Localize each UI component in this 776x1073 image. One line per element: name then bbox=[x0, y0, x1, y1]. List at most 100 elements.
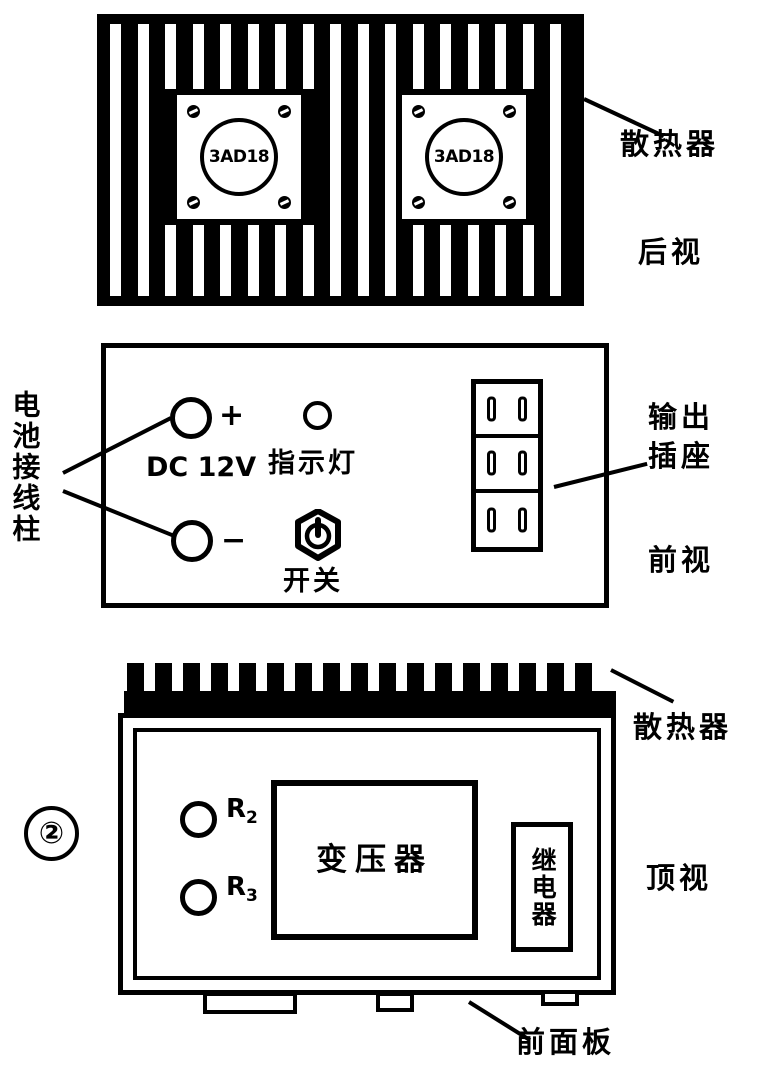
top-heatsink-tooth bbox=[575, 663, 592, 693]
negative-terminal-post[interactable] bbox=[171, 520, 213, 562]
heatsink-fin bbox=[495, 225, 506, 296]
top-heatsink-tooth bbox=[127, 663, 144, 693]
heatsink-fin bbox=[467, 225, 479, 296]
output-socket-label-line1: 输出 bbox=[648, 400, 715, 434]
power-switch-icon[interactable] bbox=[295, 508, 341, 561]
relay-component: 继电器 bbox=[511, 822, 573, 952]
resistor-r3-body bbox=[180, 879, 217, 916]
top-heatsink-tooth bbox=[435, 663, 452, 693]
heatsink-fin bbox=[165, 225, 176, 296]
heatsink-fin bbox=[357, 24, 369, 296]
dc-voltage-label: DC 12V bbox=[146, 452, 257, 483]
heatsink-fin-group bbox=[97, 14, 584, 306]
top-heatsink-tooth bbox=[323, 663, 340, 693]
heatsink-fin bbox=[467, 24, 479, 89]
heatsink-fin bbox=[192, 24, 204, 89]
top-heatsink-tooth bbox=[519, 663, 536, 693]
top-view-label: 顶视 bbox=[646, 861, 713, 895]
heatsink-fin bbox=[412, 24, 424, 89]
heatsink-fin bbox=[550, 24, 561, 296]
heatsink-fin bbox=[137, 24, 149, 296]
socket-pin-slot bbox=[518, 507, 527, 533]
top-heatsink-tooth bbox=[295, 663, 312, 693]
top-heatsink-tooth bbox=[267, 663, 284, 693]
top-heatsink-tooth bbox=[183, 663, 200, 693]
switch-label: 开关 bbox=[283, 566, 343, 597]
socket-pin-slot bbox=[487, 396, 496, 422]
heatsink-fin bbox=[302, 225, 314, 296]
top-heatsink-tooth bbox=[407, 663, 424, 693]
screw-icon bbox=[503, 196, 516, 209]
heatsink-fin bbox=[330, 24, 341, 296]
heatsink-fin bbox=[220, 225, 231, 296]
chassis-foot-left bbox=[203, 992, 297, 1014]
heatsink-fin bbox=[385, 24, 396, 296]
resistor-r2-letter: R bbox=[226, 794, 247, 824]
screw-icon bbox=[503, 105, 516, 118]
positive-terminal-symbol: + bbox=[219, 398, 245, 433]
front-view-label: 前视 bbox=[648, 543, 715, 577]
screw-icon bbox=[412, 196, 425, 209]
screw-icon bbox=[412, 105, 425, 118]
screw-icon bbox=[278, 105, 291, 118]
front-panel-label: 前面板 bbox=[516, 1025, 616, 1059]
top-heatsink-tooth bbox=[155, 663, 172, 693]
heatsink-fin bbox=[522, 225, 534, 296]
heatsink-fin bbox=[220, 24, 231, 89]
positive-terminal-post[interactable] bbox=[170, 397, 212, 439]
relay-label: 继电器 bbox=[528, 846, 558, 928]
top-heatsink-tooth bbox=[211, 663, 228, 693]
top-heatsink-label: 散热器 bbox=[633, 710, 733, 744]
top-heatsink-tooth bbox=[379, 663, 396, 693]
heatsink-fin bbox=[247, 24, 259, 89]
transformer-component: 变压器 bbox=[271, 780, 478, 940]
heatsink-fin bbox=[192, 225, 204, 296]
resistor-r2-subscript: 2 bbox=[246, 808, 258, 829]
output-socket-label: 输出 插座 bbox=[648, 398, 714, 476]
figure-number-badge: ② bbox=[24, 806, 79, 861]
screw-icon bbox=[187, 105, 200, 118]
socket-pin-slot bbox=[487, 507, 496, 533]
heatsink-fin bbox=[110, 24, 121, 296]
socket-outlet-3[interactable] bbox=[476, 493, 538, 547]
top-heatsink-bar bbox=[124, 663, 616, 716]
top-view-chassis: R2 R3 变压器 继电器 bbox=[118, 651, 618, 1014]
transistor-body-1: 3AD18 bbox=[200, 118, 278, 196]
heatsink-fin bbox=[440, 24, 451, 89]
screw-icon bbox=[278, 196, 291, 209]
heatsink-fin bbox=[440, 225, 451, 296]
socket-outlet-2[interactable] bbox=[476, 438, 538, 493]
top-heatsink-tooth bbox=[239, 663, 256, 693]
output-socket-label-line2: 插座 bbox=[648, 439, 715, 474]
transistor-body-2: 3AD18 bbox=[425, 118, 503, 196]
socket-pin-slot bbox=[518, 396, 527, 422]
heatsink-fin bbox=[412, 225, 424, 296]
transformer-label: 变压器 bbox=[316, 841, 433, 878]
resistor-r2-label: R2 bbox=[226, 794, 258, 828]
heatsink-fin bbox=[302, 24, 314, 89]
heatsink-fin bbox=[165, 24, 176, 89]
top-heatsink-tooth bbox=[351, 663, 368, 693]
resistor-r2-body bbox=[180, 801, 217, 838]
indicator-light-label: 指示灯 bbox=[268, 448, 358, 479]
heatsink-fin bbox=[495, 24, 506, 89]
resistor-r3-subscript: 3 bbox=[246, 886, 258, 907]
battery-terminal-label: 电池接线柱 bbox=[8, 390, 42, 545]
chassis-foot-center bbox=[376, 992, 414, 1012]
heatsink-fin bbox=[275, 24, 286, 89]
resistor-r3-label: R3 bbox=[226, 872, 258, 906]
socket-pin-slot bbox=[518, 450, 527, 476]
rear-heatsink-label: 散热器 bbox=[620, 127, 720, 161]
top-heatsink-tooth bbox=[463, 663, 480, 693]
negative-terminal-symbol: − bbox=[221, 523, 247, 558]
output-socket[interactable] bbox=[471, 379, 543, 552]
socket-outlet-1[interactable] bbox=[476, 384, 538, 439]
leader-line-top-heatsink bbox=[610, 668, 675, 704]
heatsink-fin bbox=[275, 225, 286, 296]
transistor-part-number-2: 3AD18 bbox=[433, 147, 495, 167]
rear-view-heatsink: 3AD18 3AD18 bbox=[97, 14, 584, 306]
screw-icon bbox=[187, 196, 200, 209]
heatsink-fin bbox=[522, 24, 534, 89]
resistor-r3-letter: R bbox=[226, 872, 247, 902]
